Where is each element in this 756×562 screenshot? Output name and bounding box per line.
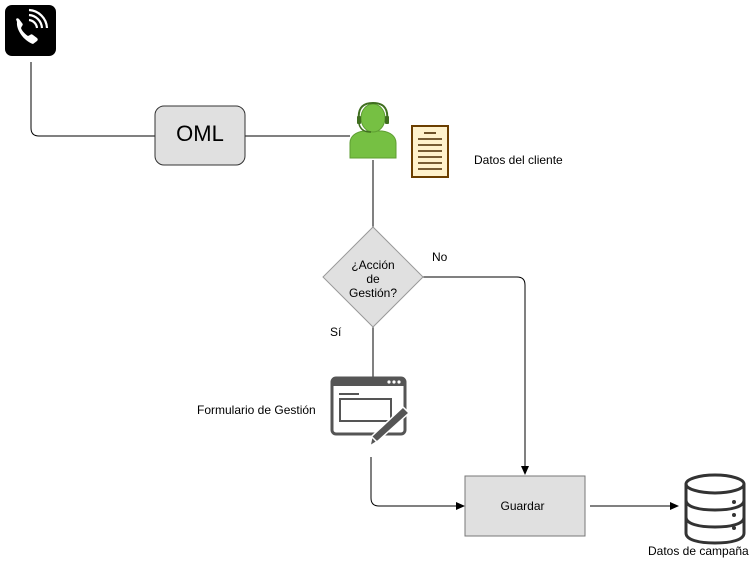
save-node[interactable] xyxy=(464,475,586,537)
save-label: Guardar xyxy=(500,499,545,513)
document-icon xyxy=(411,125,449,178)
phone-call-icon xyxy=(5,5,56,56)
oml-node[interactable] xyxy=(154,105,246,166)
decision-label-line1: ¿Acción xyxy=(351,258,395,272)
edge-decision-no xyxy=(423,276,529,475)
database-label: Datos de campaña xyxy=(648,544,749,558)
decision-label-line2: de xyxy=(366,272,380,286)
edge-label-yes: Sí xyxy=(330,325,342,339)
oml-label: OML xyxy=(176,121,224,146)
decision-label-line3: Gestión? xyxy=(348,286,398,300)
decision-node[interactable] xyxy=(322,226,424,328)
database-icon xyxy=(684,473,746,545)
form-label: Formulario de Gestión xyxy=(197,403,316,417)
edge-phone-to-oml xyxy=(30,62,155,137)
customer-data-label: Datos del cliente xyxy=(474,153,563,167)
agent-headset-icon xyxy=(349,101,397,159)
edge-form-to-save xyxy=(370,457,465,510)
form-edit-icon xyxy=(330,376,411,448)
edge-label-no: No xyxy=(432,250,448,264)
